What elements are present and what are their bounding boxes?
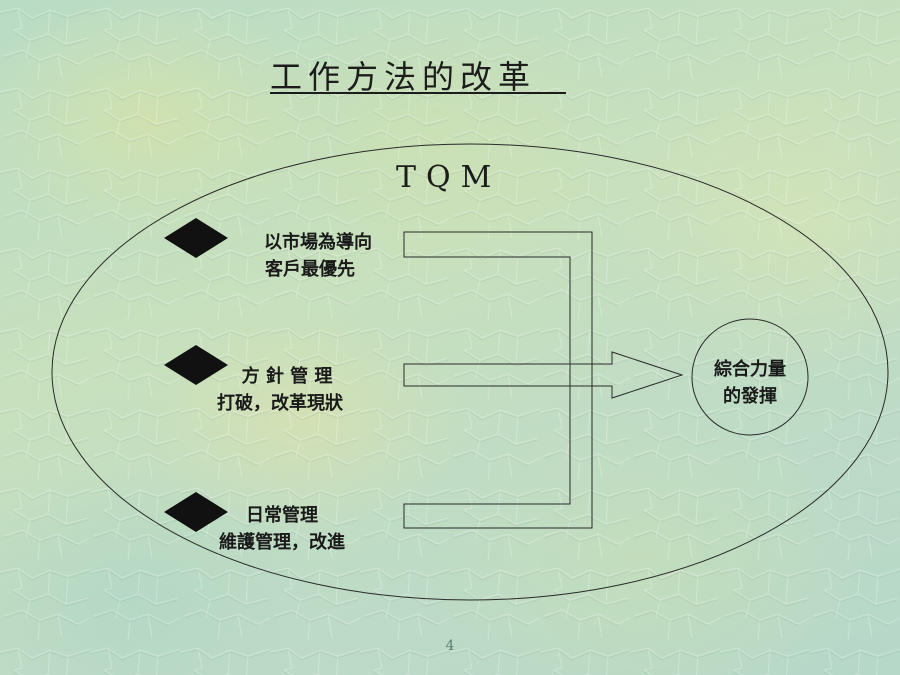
- page-number: 4: [445, 638, 455, 654]
- title-underline: [270, 92, 566, 94]
- item-3-label: 日常管理 維護管理，改進: [200, 502, 370, 556]
- tqm-label: TQM: [396, 160, 502, 195]
- result-line1: 綜合力量: [714, 359, 786, 380]
- result-circle: [691, 318, 809, 436]
- item-1-line2: 客戶最優先: [265, 259, 355, 280]
- item-2-line1: 方 針 管 理: [241, 366, 333, 387]
- item-3-line2: 維護管理，改進: [219, 532, 345, 553]
- diamond-bullet-1: [164, 218, 228, 258]
- item-3-line1: 日常管理: [246, 505, 318, 526]
- item-2-line2: 打破，改革現狀: [217, 393, 343, 414]
- diamond-bullet-2: [164, 345, 228, 385]
- diamond-bullet-3: [164, 492, 228, 532]
- item-2-label: 方 針 管 理 打破，改革現狀: [200, 363, 390, 417]
- tqm-ellipse: [51, 143, 889, 601]
- item-1-line1: 以市場為導向: [264, 232, 372, 253]
- bracket-connector: [403, 231, 593, 529]
- item-1-label: 以市場為導向 客戶最優先: [238, 229, 398, 283]
- result-line2: 的發揮: [723, 386, 777, 407]
- arrow-to-result: [403, 351, 684, 399]
- result-label: 綜合力量 的發揮: [695, 356, 805, 410]
- slide-title: 工作方法的改革: [270, 58, 537, 96]
